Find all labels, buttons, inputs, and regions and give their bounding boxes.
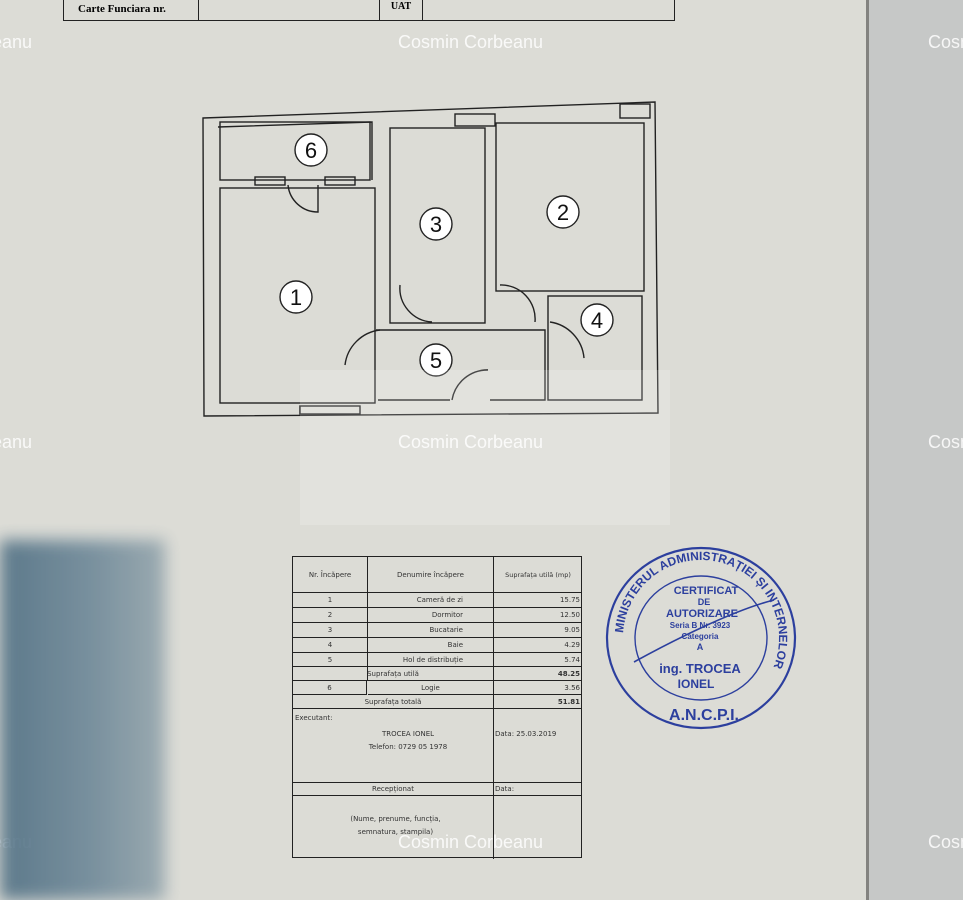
authorization-stamp: MINISTERUL ADMINISTRAȚIEI ȘI INTERNELOR … xyxy=(605,546,797,730)
row-4-nr: 4 xyxy=(293,638,367,653)
row-4-area: 4.29 xyxy=(494,638,582,653)
room-4-number: 4 xyxy=(591,308,603,333)
watermark-left-top: Cosmin Corbeanu xyxy=(0,32,32,52)
room-5-outline xyxy=(376,329,546,401)
row-5-nr: 5 xyxy=(293,653,367,667)
header-table: Carte Funciara nr. UAT xyxy=(63,0,675,21)
paper-edge xyxy=(866,0,869,900)
stamp-line-7: ing. TROCEA xyxy=(659,661,741,676)
blurred-hand xyxy=(0,540,165,900)
room-2-marker xyxy=(546,195,580,229)
row-6-name: Logie xyxy=(368,681,493,695)
room-area-table: Nr. Încăpere Denumire încăpere Suprafața… xyxy=(292,556,582,859)
room-6-number: 6 xyxy=(305,138,317,163)
stamp-line-6: A xyxy=(697,642,704,652)
room-5-marker xyxy=(419,343,453,377)
executant-name: TROCEA IONEL xyxy=(381,730,435,738)
room-4-outline xyxy=(547,295,643,401)
header-nr: Nr. Încăpere xyxy=(293,557,367,593)
row-2-area: 12.50 xyxy=(494,608,582,623)
room-1-marker xyxy=(279,280,313,314)
row-2-name: Dormitor xyxy=(368,608,493,623)
stamp-line-3: AUTORIZARE xyxy=(666,608,738,620)
row-3-area: 9.05 xyxy=(494,623,582,638)
receptionat-label: Recepționat xyxy=(372,785,414,793)
row-3-name: Bucatarie xyxy=(368,623,493,638)
watermark-top: Cosmin Corbeanu xyxy=(398,32,544,52)
uat-label: UAT xyxy=(379,0,423,20)
stamp-line-8: IONEL xyxy=(678,677,715,691)
suprafata-totala-value: 51.81 xyxy=(494,695,582,709)
row-3-nr: 3 xyxy=(293,623,367,638)
row-2-nr: 2 xyxy=(293,608,367,623)
room-6-marker xyxy=(294,133,328,167)
room-3-outline xyxy=(389,127,486,324)
header-area: Suprafața utilă (mp) xyxy=(494,557,582,593)
stamp-line-4: Seria B Nr. 3923 xyxy=(670,621,731,630)
row-6-nr: 6 xyxy=(293,681,367,695)
room-2-outline xyxy=(495,122,645,292)
watermark-left-middle: Cosmin Corbeanu xyxy=(0,432,32,452)
stamp-line-1: CERTIFICAT xyxy=(674,585,739,597)
room-1-number: 1 xyxy=(290,285,302,310)
row-4-name: Baie xyxy=(368,638,493,653)
stamp-line-2: DE xyxy=(698,597,711,607)
executant-phone: Telefon: 0729 05 1978 xyxy=(368,743,448,751)
room-6-outline xyxy=(219,121,371,181)
row-5-name: Hol de distribuție xyxy=(368,653,493,667)
room-2-number: 2 xyxy=(557,200,569,225)
executant-label: Executant: xyxy=(295,714,333,722)
room-5-number: 5 xyxy=(430,348,442,373)
logo-watermark xyxy=(300,370,670,525)
carte-funciara-label: Carte Funciara nr. xyxy=(64,0,199,20)
room-4-marker xyxy=(580,303,614,337)
watermark-right-middle: Cosmin Corbeanu xyxy=(928,432,963,452)
watermark-middle: Cosmin Corbeanu xyxy=(398,432,544,452)
signature-hint-2: semnatura, stampila) xyxy=(357,828,434,836)
row-1-nr: 1 xyxy=(293,593,367,608)
executant-date: Data: 25.03.2019 xyxy=(495,730,557,738)
receptionat-date-label: Data: xyxy=(495,785,515,793)
row-1-name: Cameră de zi xyxy=(368,593,493,608)
stamp-line-5: Categoria xyxy=(682,632,719,641)
room-1-outline xyxy=(219,187,376,404)
stamp-signature xyxy=(633,599,775,663)
header-name: Denumire încăpere xyxy=(368,557,493,593)
row-5-area: 5.74 xyxy=(494,653,582,667)
watermark-right-bottom: Cosmin Corbeanu xyxy=(928,832,963,852)
room-3-number: 3 xyxy=(430,212,442,237)
stamp-bottom: A.N.C.P.I. xyxy=(669,707,739,724)
room-3-marker xyxy=(419,207,453,241)
row-1-area: 15.75 xyxy=(494,593,582,608)
signature-hint-1: (Nume, prenume, funcția, xyxy=(350,815,441,823)
background-strip xyxy=(869,0,963,900)
watermark-bottom: Cosmin Corbeanu xyxy=(398,832,544,852)
suprafata-totala-label: Suprafața totală xyxy=(293,695,493,709)
watermark-right-top: Cosmin Corbeanu xyxy=(928,32,963,52)
suprafata-utila-label: Suprafața utilă xyxy=(293,667,493,681)
suprafata-utila-value: 48.25 xyxy=(494,667,582,681)
row-6-area: 3.56 xyxy=(494,681,582,695)
